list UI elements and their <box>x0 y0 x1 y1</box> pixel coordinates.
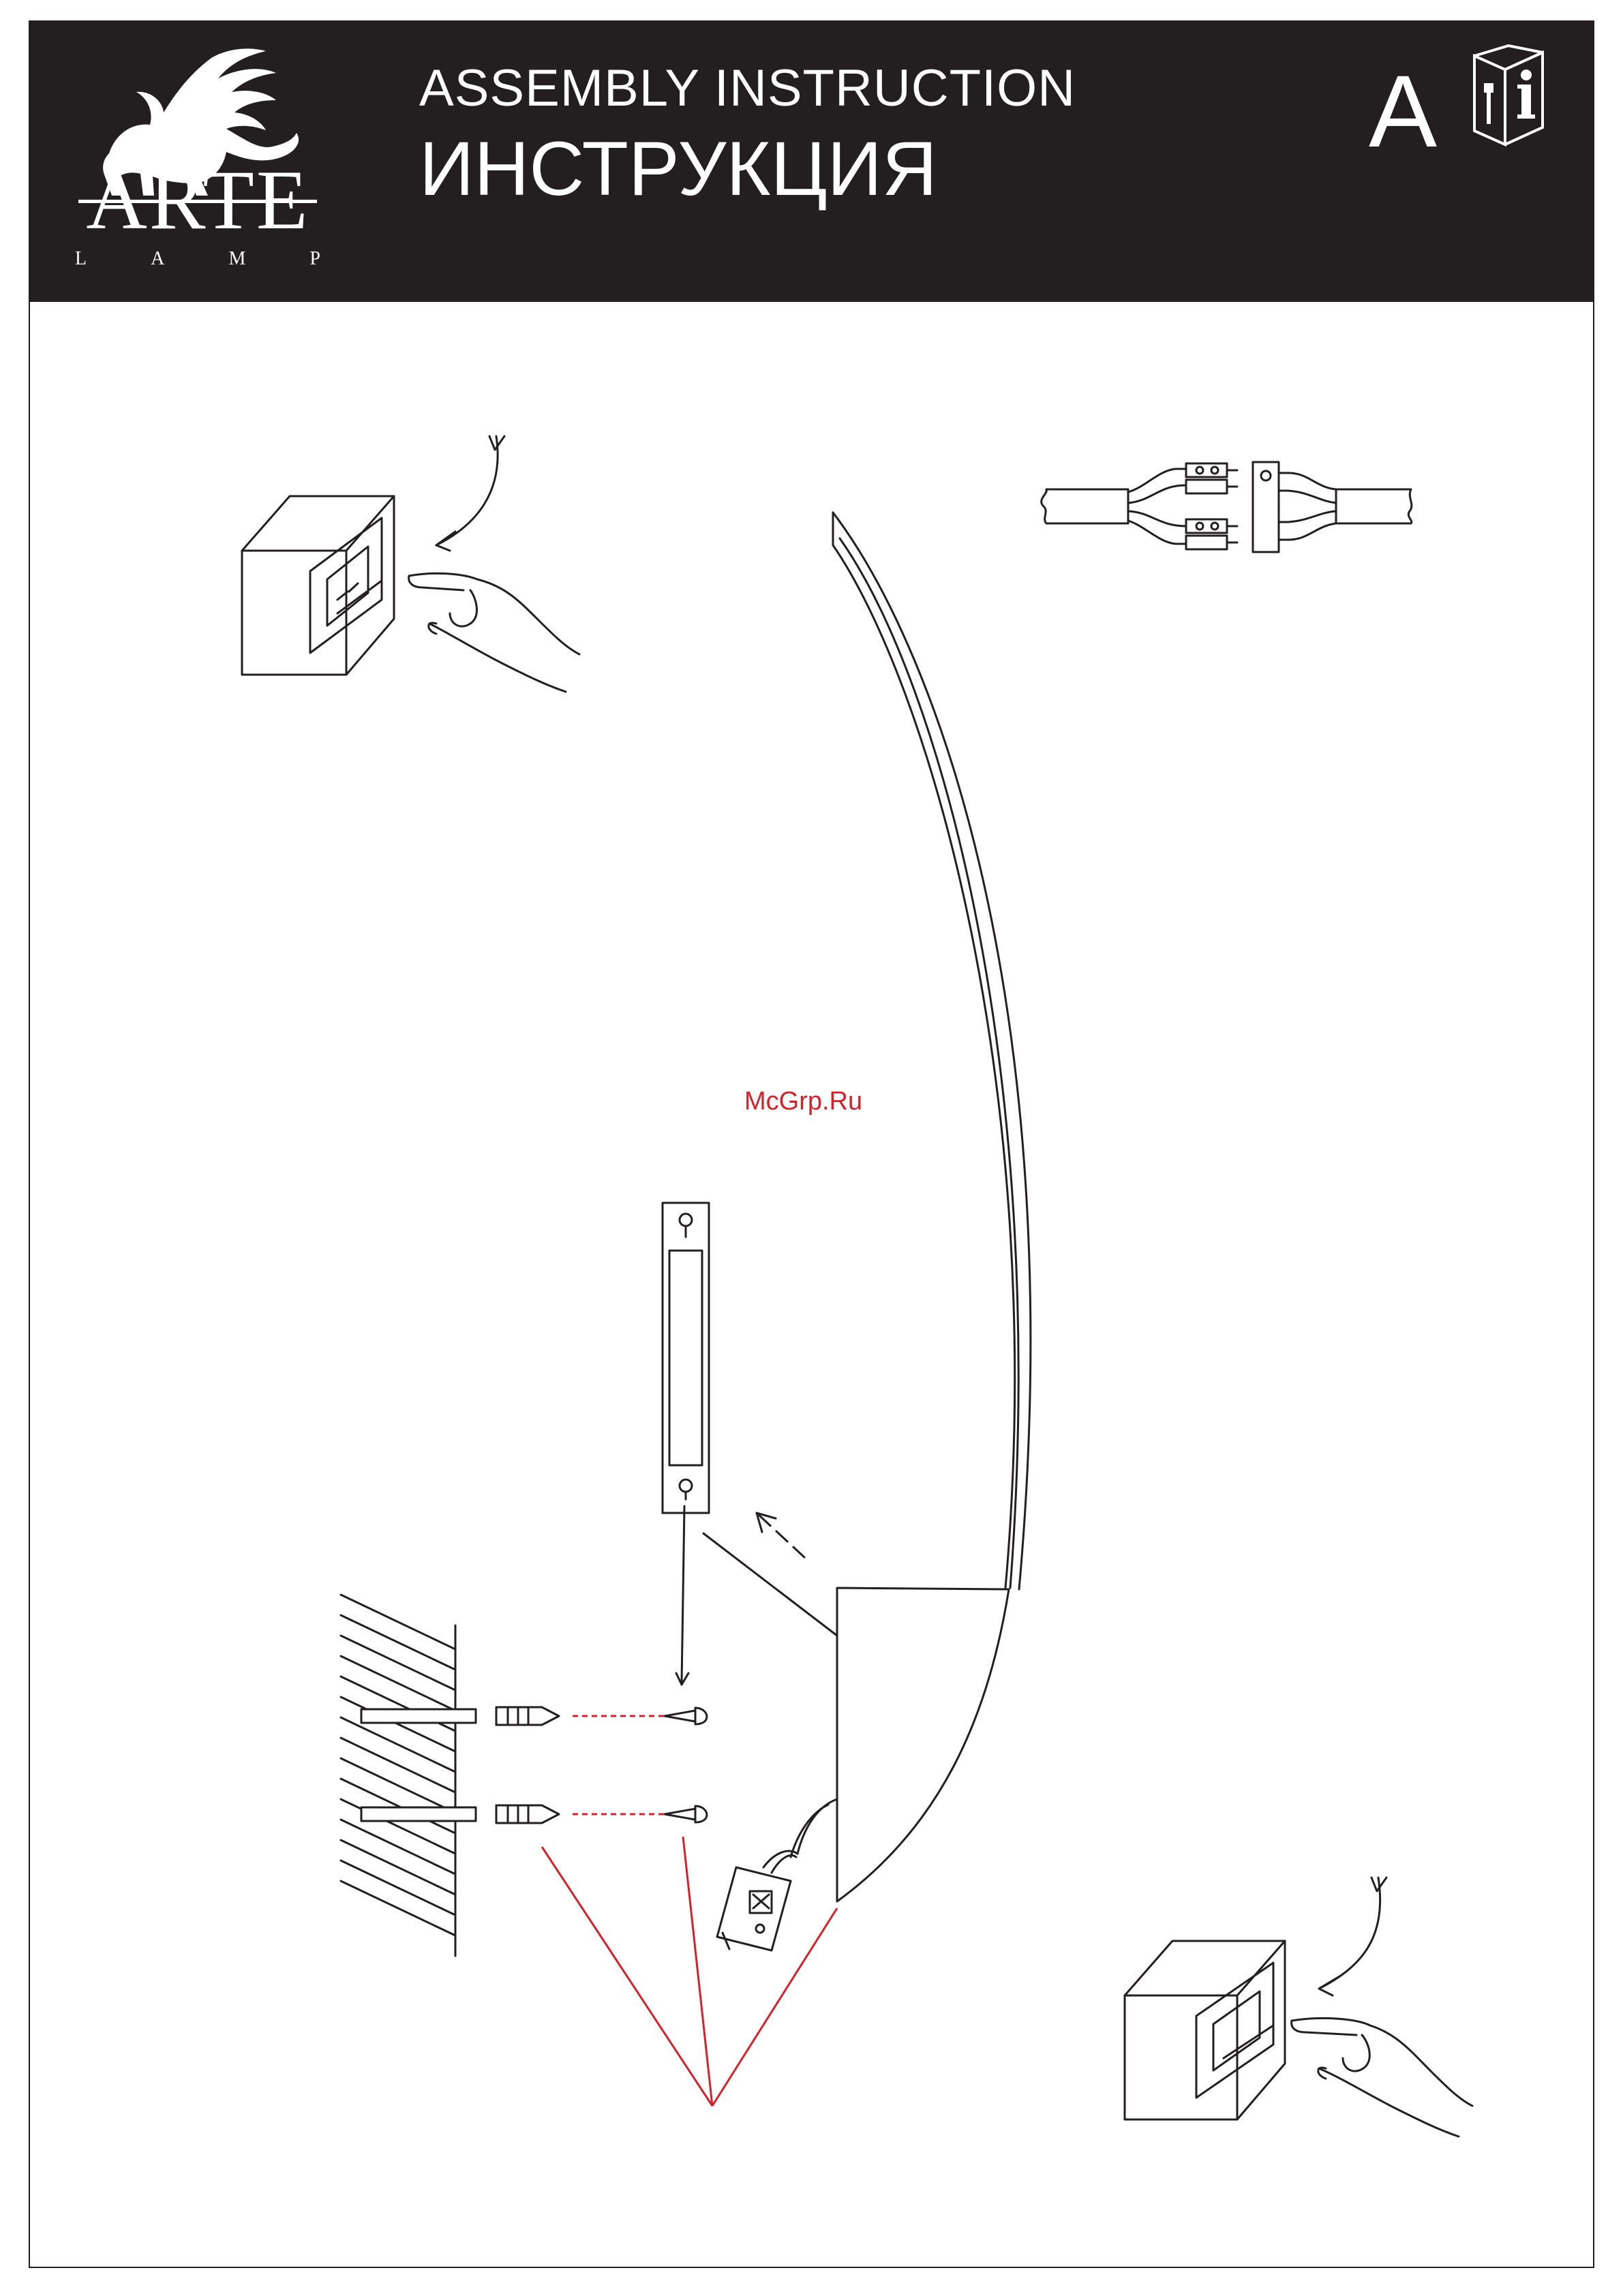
lamp-base <box>717 1588 1009 1950</box>
mounting-bracket <box>663 1203 709 1685</box>
lamp-arm <box>833 512 1031 1589</box>
switch-off-icon <box>1125 1878 1472 2137</box>
wire-connector-icon <box>1042 462 1412 552</box>
wall-plug <box>496 1707 559 1823</box>
wall-section <box>341 1595 476 1956</box>
screw <box>665 1708 707 1822</box>
watermark: McGrp.Ru <box>744 1088 862 1114</box>
switch-off-icon <box>242 436 579 692</box>
